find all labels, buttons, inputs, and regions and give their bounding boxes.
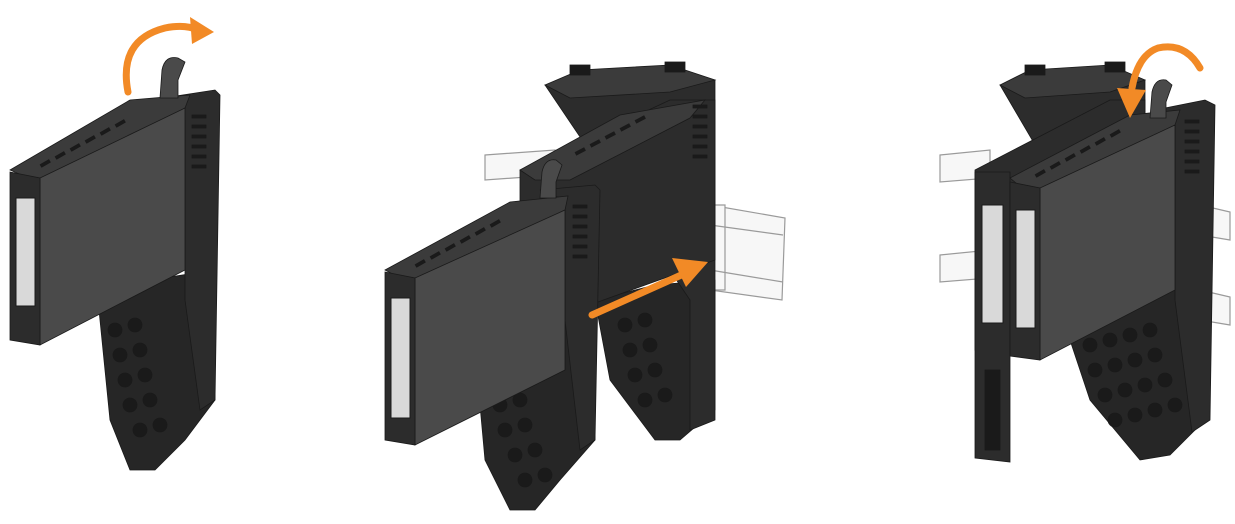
locking-lever <box>1149 79 1173 119</box>
top-vents <box>39 119 126 168</box>
step-3-drawing <box>939 43 1231 463</box>
mounted-terminal-screws <box>1082 322 1183 428</box>
top-vents <box>414 219 501 268</box>
locking-lever <box>159 57 186 99</box>
housing-ribs <box>572 204 588 259</box>
straight-arrow-insert-icon <box>588 268 692 319</box>
step-1-drawing <box>9 17 221 471</box>
curved-arrow-open-icon <box>122 22 202 96</box>
io-module <box>9 57 221 471</box>
io-module <box>1009 79 1216 433</box>
housing-ribs <box>1184 119 1200 174</box>
label-window <box>390 297 411 419</box>
mounted-label-window <box>981 204 1004 324</box>
mounted-ribs <box>692 104 708 159</box>
terminal-screws <box>107 317 168 438</box>
curved-arrow-close-icon <box>1128 43 1204 92</box>
step-2-drawing <box>384 61 786 511</box>
step-slide-module <box>370 0 790 524</box>
locking-lever <box>539 159 563 199</box>
arrow-head-icon <box>190 17 214 44</box>
mounted-top-clips <box>1024 61 1126 76</box>
arrow-head-icon <box>1117 88 1146 118</box>
housing-ribs <box>191 114 207 169</box>
mounted-top-clips <box>569 61 686 76</box>
step-close-lever <box>930 0 1235 524</box>
arrow-head-icon <box>672 258 708 287</box>
mounted-body-top <box>519 99 707 181</box>
top-vents <box>1034 129 1121 178</box>
io-module <box>384 159 601 511</box>
mounted-vents <box>574 115 646 156</box>
mounted-terminal-screws <box>617 312 673 408</box>
mounted-slot <box>984 369 1001 451</box>
step-open-lever <box>0 0 250 524</box>
label-window <box>1015 209 1036 329</box>
label-window <box>15 197 36 307</box>
